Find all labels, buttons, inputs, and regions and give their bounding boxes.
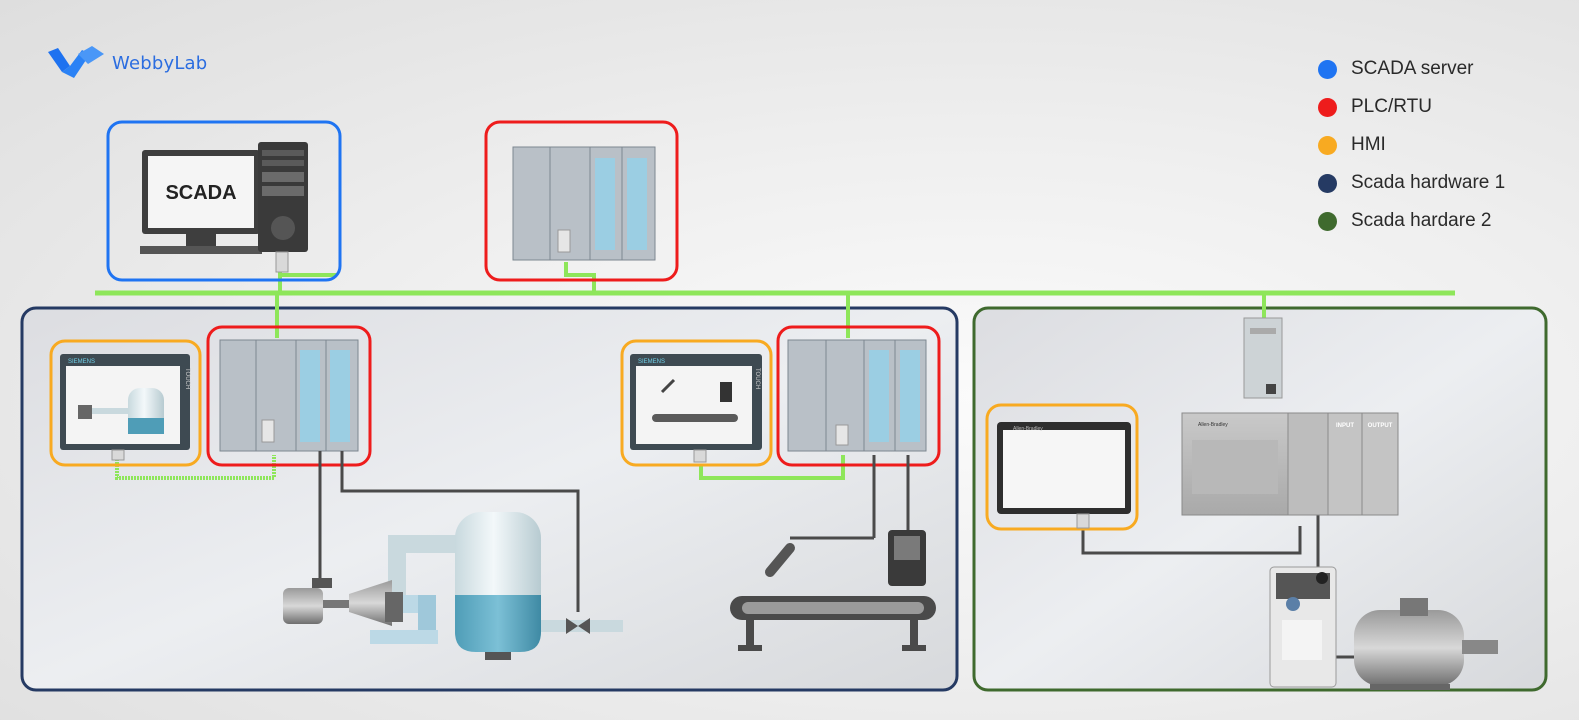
brand-name: WebbyLab: [112, 52, 208, 74]
legend-dot-blue: [1318, 59, 1337, 79]
plc-middle: [776, 325, 941, 467]
plc-top: [484, 120, 679, 282]
legend: SCADA server PLC/RTU HMI Scada hardware …: [1318, 50, 1505, 240]
scada-server-computer: SCADA: [106, 120, 342, 282]
legend-dot-red: [1318, 97, 1337, 117]
legend-label: HMI: [1351, 134, 1386, 155]
ab-rack-brand: Allen-Bradley: [1198, 422, 1228, 428]
plc-left: [206, 325, 372, 467]
hmi-left-side-label: TOUCH: [184, 368, 190, 389]
ab-plc-rack: Allen-Bradley INPUT OUTPUT: [1181, 317, 1399, 516]
conveyor-sensors: [730, 530, 936, 651]
legend-label: Scada hardware 1: [1351, 172, 1506, 193]
webbylab-logo: WebbyLab: [48, 46, 207, 80]
legend-item-scada-hardware-1: Scada hardware 1: [1318, 164, 1505, 202]
hmi-right: Allen-Bradley: [985, 403, 1139, 531]
hmi-left: SIEMENS TOUCH: [49, 339, 202, 467]
legend-item-hmi: HMI: [1318, 126, 1505, 164]
legend-dot-orange: [1318, 135, 1337, 155]
legend-label: Scada hardare 2: [1351, 210, 1492, 231]
output-module-label: OUTPUT: [1368, 423, 1393, 429]
legend-item-scada-hardware-2: Scada hardare 2: [1318, 202, 1505, 240]
field-wires: [318, 451, 1370, 659]
hmi-left-brand: SIEMENS: [68, 359, 95, 365]
legend-item-scada-server: SCADA server: [1318, 50, 1505, 88]
pump-tank-process: [283, 512, 623, 660]
hmi-middle-side-label: TOUCH: [754, 368, 760, 389]
hmi-right-brand: Allen-Bradley: [1013, 426, 1043, 432]
legend-dot-green: [1318, 211, 1337, 231]
vfd-and-motor: [1269, 566, 1498, 690]
legend-dot-navy: [1318, 173, 1337, 193]
webbylab-logo-icon: [48, 46, 104, 78]
hmi-middle: SIEMENS TOUCH: [620, 339, 773, 467]
scada-screen-label: SCADA: [165, 182, 236, 204]
input-module-label: INPUT: [1336, 423, 1354, 429]
legend-label: SCADA server: [1351, 58, 1474, 79]
legend-item-plc-rtu: PLC/RTU: [1318, 88, 1505, 126]
hmi-middle-brand: SIEMENS: [638, 359, 665, 365]
legend-label: PLC/RTU: [1351, 96, 1432, 117]
